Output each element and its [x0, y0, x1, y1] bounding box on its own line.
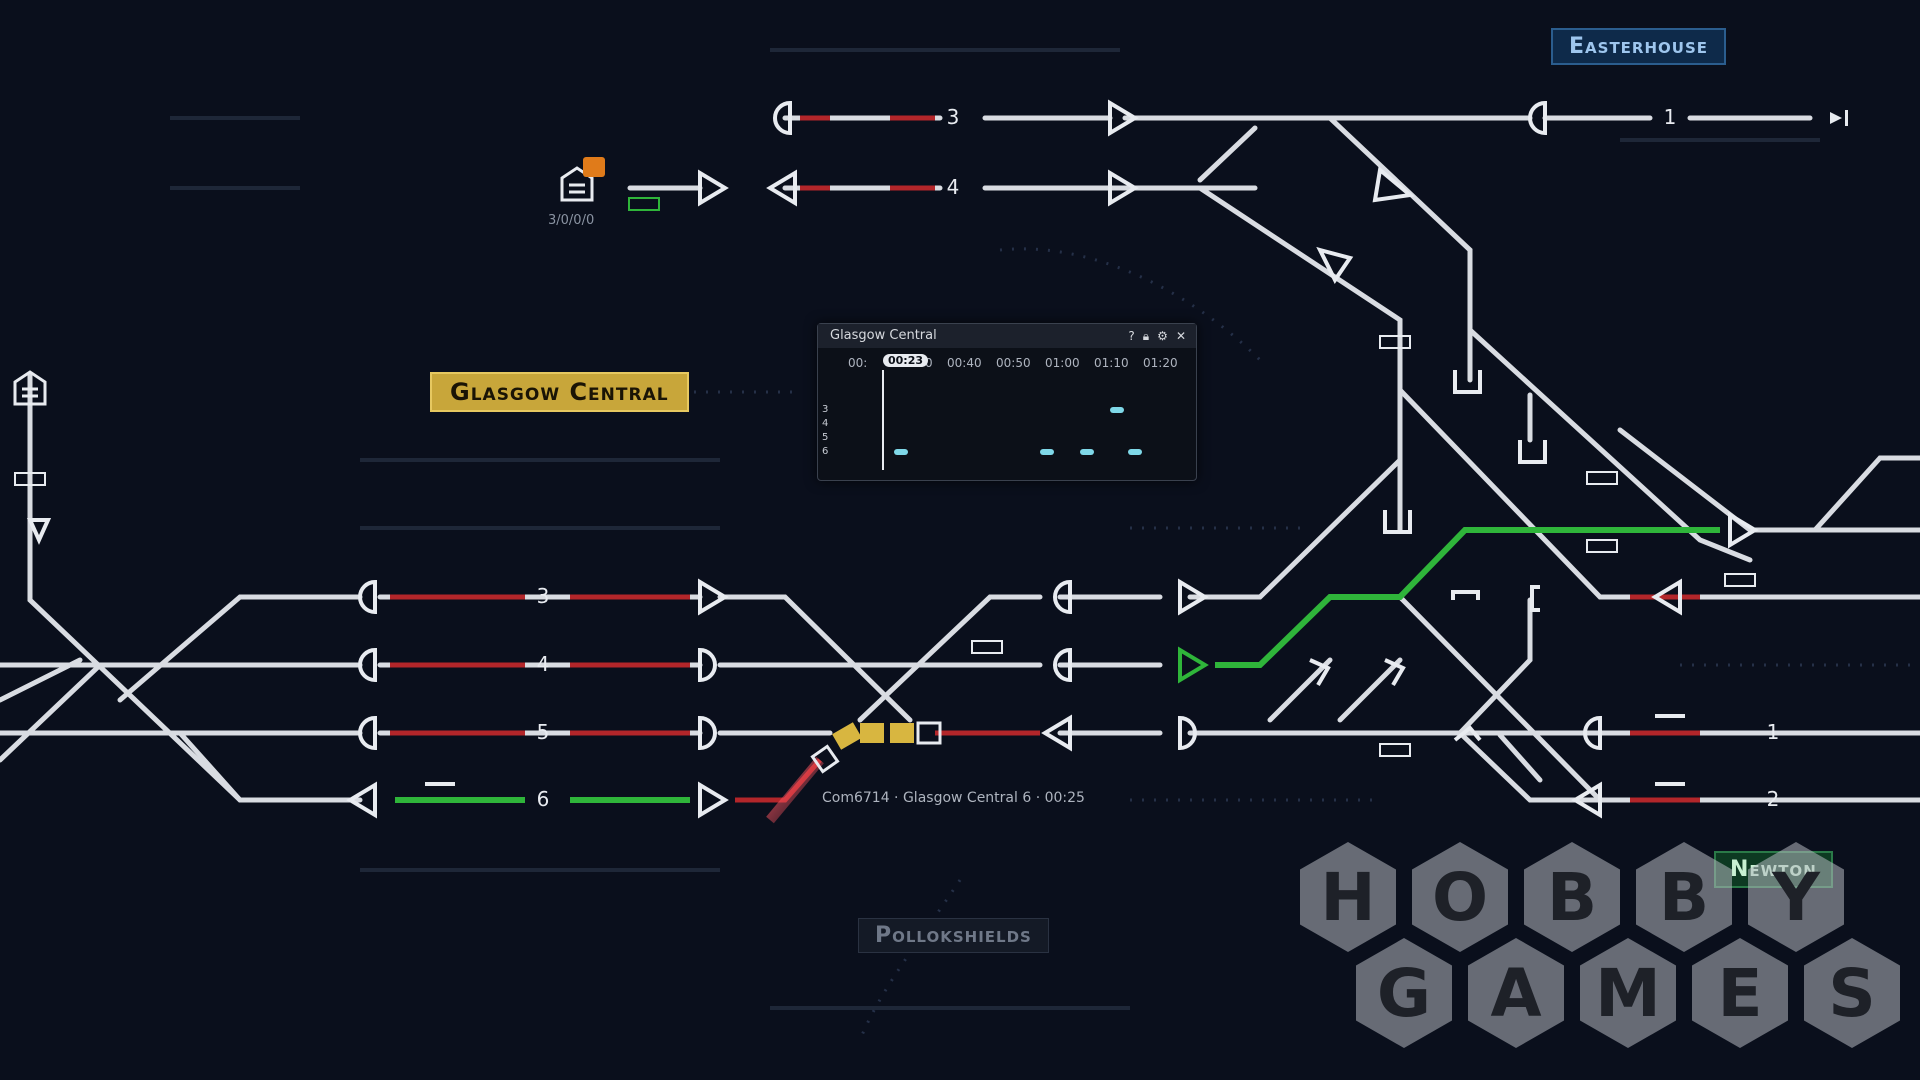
time-tick: 00:40	[947, 356, 982, 370]
lock-icon[interactable]: 🔒︎	[1142, 329, 1150, 343]
timetable-row-5: 5	[822, 432, 829, 443]
time-tick: 01:20	[1143, 356, 1178, 370]
upper-red-segments	[800, 115, 935, 191]
watermark-letter: G	[1356, 938, 1452, 1048]
background-tracks	[170, 48, 1820, 1010]
time-tick: 00:50	[996, 356, 1031, 370]
track-number-right-1: 1	[1766, 720, 1780, 744]
station-label-pollokshields[interactable]: Pollokshields	[858, 918, 1049, 953]
block-markers	[14, 335, 1756, 757]
arrow-markers	[425, 110, 1848, 786]
timetable-row-4: 4	[822, 418, 829, 429]
train-info-hint[interactable]: Com6714 · Glasgow Central 6 · 00:25	[822, 790, 1085, 806]
alert-badge-icon[interactable]	[583, 157, 605, 177]
train-trail	[766, 756, 824, 824]
current-time-cursor[interactable]: 00:23	[883, 354, 929, 367]
help-icon[interactable]: ?	[1128, 329, 1135, 343]
timetable-title: Glasgow Central	[830, 328, 937, 343]
close-icon[interactable]: ✕	[1175, 329, 1186, 343]
track-number-4: 4	[536, 652, 550, 676]
left-depot-icon[interactable]	[13, 370, 47, 406]
timetable-row-3: 3	[822, 404, 1182, 416]
green-route	[395, 527, 1720, 803]
track-number-3: 3	[536, 584, 550, 608]
time-tick: 01:10	[1094, 356, 1129, 370]
current-time-line	[882, 370, 884, 470]
track-number-right-2: 2	[1766, 787, 1780, 811]
timetable-header[interactable]: Glasgow Central ? 🔒︎ ⚙ ✕	[818, 324, 1196, 348]
buffer-stops	[1309, 370, 1547, 742]
station-label-easterhouse[interactable]: Easterhouse	[1551, 28, 1727, 65]
depot-icon[interactable]	[560, 166, 594, 202]
time-tick: 00:	[848, 356, 868, 370]
track-number-upper-3: 3	[946, 105, 960, 129]
track-number-6: 6	[536, 787, 550, 811]
dotted-routes	[670, 247, 1920, 1041]
station-label-glasgow-central[interactable]: Glasgow Central	[430, 372, 689, 412]
timetable-row-6: 6	[822, 446, 1182, 458]
timetable-window[interactable]: Glasgow Central ? 🔒︎ ⚙ ✕ 00: 00:30 00:40…	[817, 323, 1197, 481]
upper-tracks	[627, 115, 1920, 563]
signals[interactable]	[26, 99, 1759, 819]
lower-red-segments	[390, 594, 1700, 803]
green-signal[interactable]	[1178, 646, 1209, 684]
train[interactable]	[810, 721, 942, 774]
time-tick: 01:00	[1045, 356, 1080, 370]
track-number-easterhouse-1: 1	[1663, 105, 1677, 129]
track-number-5: 5	[536, 720, 550, 744]
green-block-marker	[628, 197, 660, 211]
gear-icon[interactable]: ⚙	[1157, 329, 1168, 343]
depot-readout: 3/0/0/0	[548, 213, 595, 228]
track-number-upper-4: 4	[946, 175, 960, 199]
